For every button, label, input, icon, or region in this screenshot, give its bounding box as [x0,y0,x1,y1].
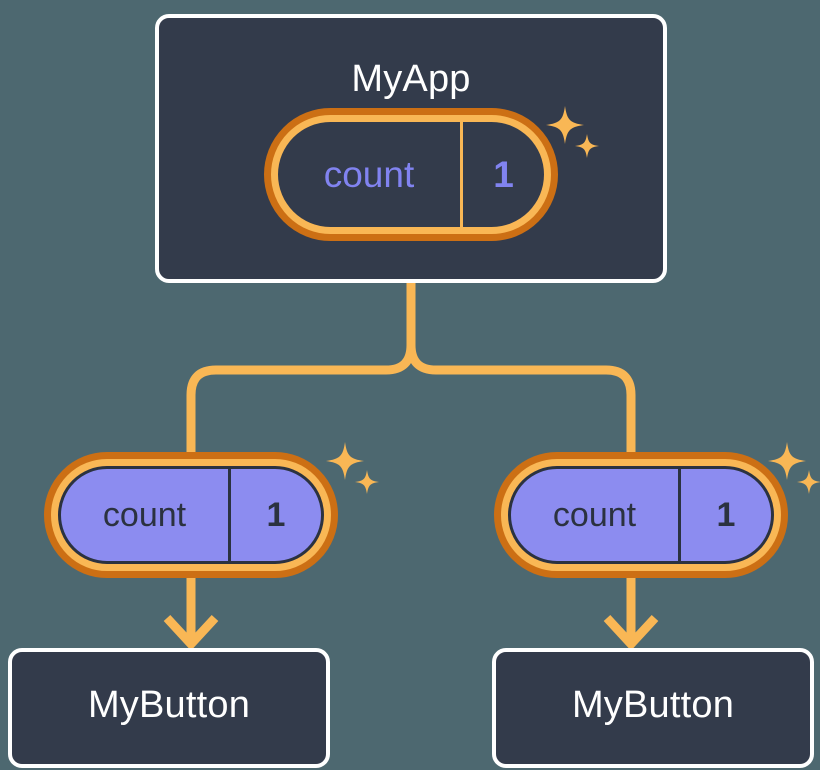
state-key-label: count [278,122,463,227]
state-value-label: 1 [266,495,286,534]
state-pill-myapp[interactable]: count 1 [264,108,558,241]
connector-branch-left [186,344,416,452]
state-pill-body: count 1 [278,122,544,227]
component-name-mybutton: MyButton [571,684,735,726]
connector-branch-right [406,344,636,452]
state-value-label: 1 [493,153,514,195]
state-key-label: count [61,469,231,561]
state-pill-body: count 1 [58,466,324,564]
state-pill-child-right[interactable]: count 1 [494,452,788,578]
component-card-mybutton-left[interactable]: MyButton [8,648,330,768]
component-name-mybutton: MyButton [87,684,251,726]
state-value-label: 1 [716,495,736,534]
arrow-head-right [603,614,659,651]
state-key-label: count [511,469,681,561]
component-name-myapp: MyApp [351,58,471,100]
component-card-mybutton-right[interactable]: MyButton [492,648,814,768]
state-pill-body: count 1 [508,466,774,564]
state-pill-child-left[interactable]: count 1 [44,452,338,578]
arrow-head-left [163,614,219,651]
